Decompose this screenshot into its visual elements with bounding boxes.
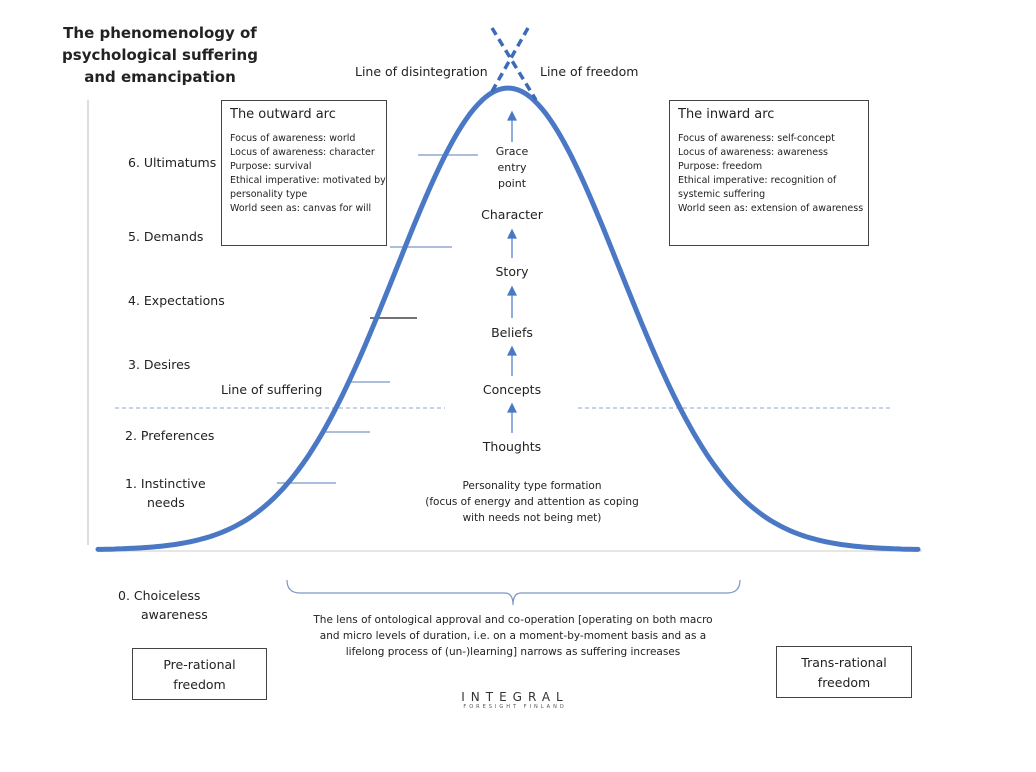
level-6: 6. Ultimatums [128,155,217,170]
inward-line: Purpose: freedom [678,161,763,172]
level-1: 1. Instinctive [125,476,206,491]
pre-rational-line: freedom [173,677,226,692]
lens-line: and micro levels of duration, i.e. on a … [319,630,707,642]
pre-rational-freedom-box: Pre-rational freedom [132,648,267,700]
inward-line: World seen as: extension of awareness [678,203,864,214]
diagram-title: The phenomenology of psychological suffe… [62,24,258,86]
bell-curve [95,85,921,552]
inward-line: Focus of awareness: self-concept [678,133,835,144]
personality-line: Personality type formation [462,480,602,492]
grace-line: entry [497,161,527,174]
outward-line: Locus of awareness: character [230,147,375,158]
stage-thoughts: Thoughts [482,439,542,454]
personality-line: (focus of energy and attention as coping [425,496,639,508]
line-of-suffering-label: Line of suffering [221,382,323,397]
line-of-disintegration-dashed [490,27,538,101]
trans-rational-line: Trans-rational [801,655,887,670]
line-of-freedom-dashed [488,27,530,96]
inward-line: Locus of awareness: awareness [678,147,828,158]
integral-logo: INTEGRAL FORESIGHT FINLAND [440,690,590,710]
stage-character: Character [481,207,543,222]
lens-line: lifelong process of (un-)learning] narro… [345,646,681,658]
stage-story: Story [495,264,529,279]
lens-description: The lens of ontological approval and co-… [313,612,713,660]
level-5: 5. Demands [128,229,204,244]
outward-line: World seen as: canvas for will [230,203,372,214]
outward-line: personality type [230,189,308,200]
lens-line: The lens of ontological approval and co-… [313,614,713,626]
level-2: 2. Preferences [125,428,215,443]
personality-type-note: Personality type formation (focus of ene… [412,478,652,526]
stage-beliefs: Beliefs [491,325,533,340]
inward-arc-box: The inward arc Focus of awareness: self-… [669,100,869,246]
outward-arc-details: Focus of awareness: world Locus of aware… [230,132,386,216]
logo-main: INTEGRAL [461,690,569,704]
outward-line: Focus of awareness: world [230,133,356,144]
pre-rational-line: Pre-rational [163,657,236,672]
trans-rational-freedom-box: Trans-rational freedom [776,646,912,698]
level-1-cont: needs [147,495,185,510]
logo-sub: FORESIGHT FINLAND [463,704,567,710]
outward-arc-heading: The outward arc [230,107,336,122]
line-of-disintegration-label: Line of disintegration [355,64,488,79]
outward-line: Ethical imperative: motivated by [230,175,386,186]
inward-arc-heading: The inward arc [678,107,775,122]
inward-line: systemic suffering [678,189,766,200]
inward-line: Ethical imperative: recognition of [678,175,837,186]
grace-entry-point: Grace entry point [470,144,554,192]
level-0-cont: awareness [141,607,208,622]
line-of-freedom-label: Line of freedom [540,64,639,79]
personality-line: with needs not being met) [462,512,602,524]
inward-arc-details: Focus of awareness: self-concept Locus o… [678,132,868,216]
lens-bracket [286,579,741,606]
level-0: 0. Choiceless [118,588,201,603]
grace-line: Grace [495,145,529,158]
outward-arc-box: The outward arc Focus of awareness: worl… [221,100,387,246]
stage-arrows [507,110,517,433]
outward-line: Purpose: survival [230,161,312,172]
level-4: 4. Expectations [128,293,225,308]
level-3: 3. Desires [128,357,191,372]
grace-line: point [497,177,527,190]
trans-rational-line: freedom [817,675,871,690]
stage-concepts: Concepts [482,382,542,397]
